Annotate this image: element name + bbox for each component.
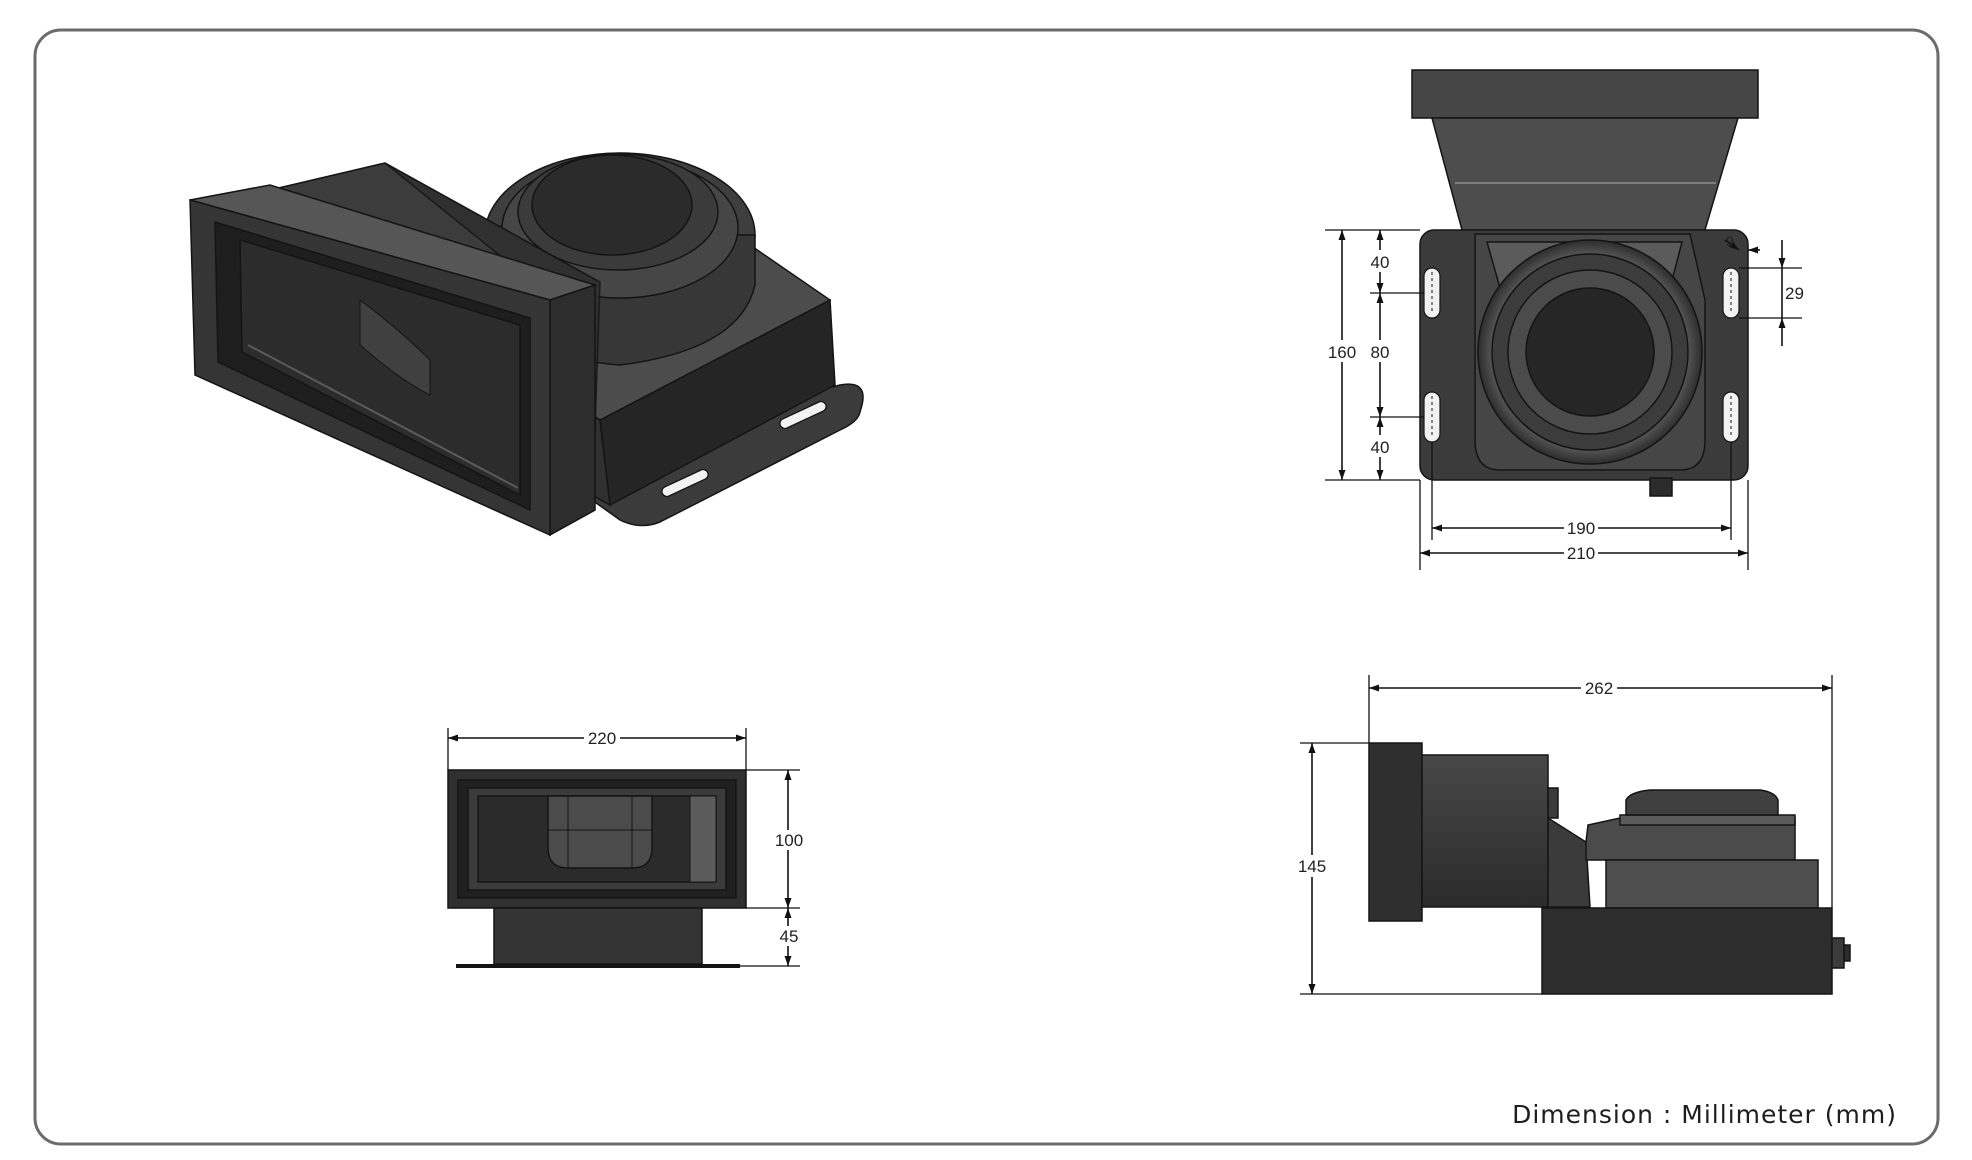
dim-top-a: 40 [1371, 253, 1390, 272]
dim-top-c: 40 [1371, 438, 1390, 457]
dim-top-width: 210 [1567, 544, 1595, 563]
front-view: 220 100 45 [447, 728, 804, 968]
dim-top-b: 80 [1371, 343, 1390, 362]
dim-hole-spacing: 190 [1567, 519, 1595, 538]
dim-slot-edge: 9 [1726, 233, 1734, 249]
unit-note: Dimension : Millimeter (mm) [1512, 1100, 1897, 1129]
dim-side-height: 145 [1298, 857, 1326, 876]
top-view: 160 40 80 40 190 210 29 9 [1325, 69, 1804, 570]
dim-front-width: 220 [588, 729, 616, 748]
dim-front-lower: 45 [780, 927, 799, 946]
side-view: 262 145 [1296, 675, 1851, 995]
dim-slot: 29 [1785, 284, 1804, 303]
dim-top-height: 160 [1328, 343, 1356, 362]
dim-side-length: 262 [1585, 679, 1613, 698]
dim-front-upper: 100 [775, 831, 803, 850]
isometric-view [189, 152, 864, 537]
